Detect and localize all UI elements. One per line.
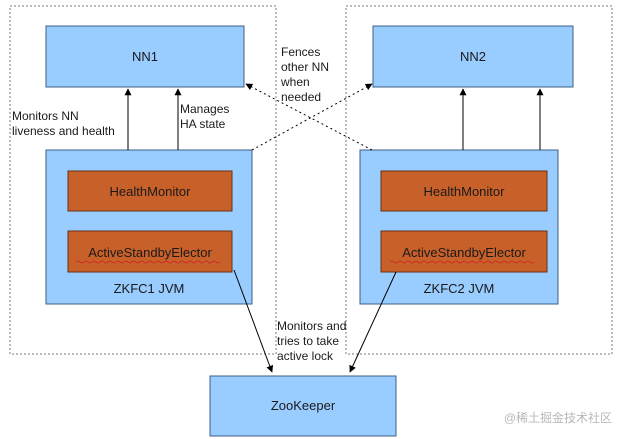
zkfc1-jvm-label: ZKFC1 JVM: [114, 281, 185, 296]
note-monitors-nn-line-1: Monitors NN: [12, 109, 79, 123]
zookeeper-node: ZooKeeper: [209, 375, 397, 437]
elector-2: ActiveStandbyElector: [380, 230, 548, 273]
right-host-frame: [345, 5, 613, 355]
note-manages-ha-line-1: Manages: [180, 102, 229, 116]
elector-2-label: ActiveStandbyElector: [402, 245, 526, 260]
zookeeper-label: ZooKeeper: [271, 398, 336, 413]
nn2-node: NN2: [372, 25, 574, 88]
zkfc2-jvm-label: ZKFC2 JVM: [424, 281, 495, 296]
note-monitors-nn-line-2: liveness and health: [12, 124, 115, 138]
left-host-frame: [9, 5, 277, 355]
nn1-label: NN1: [132, 49, 158, 64]
note-monitors-lock-line-2: tries to take: [277, 334, 339, 348]
watermark: @稀土掘金技术社区: [504, 410, 612, 425]
nn2-label: NN2: [460, 49, 486, 64]
zkfc1-jvm: HealthMonitor ActiveStandbyElector ZKFC1…: [45, 149, 253, 305]
nn1-node: NN1: [45, 25, 245, 88]
zkfc2-jvm: HealthMonitor ActiveStandbyElector ZKFC2…: [359, 149, 559, 305]
elector-1: ActiveStandbyElector: [67, 230, 233, 273]
note-monitors-lock-line-3: active lock: [277, 349, 334, 363]
note-fences-line-4: needed: [281, 90, 321, 104]
note-fences: Fences other NN when needed: [280, 45, 332, 104]
health-monitor-2: HealthMonitor: [380, 170, 548, 212]
note-fences-line-3: when: [280, 75, 310, 89]
elector-1-label: ActiveStandbyElector: [88, 245, 212, 260]
elector-1-spell-underline: [75, 260, 221, 264]
note-fences-line-2: other NN: [281, 60, 329, 74]
note-monitors-nn: Monitors NN liveness and health: [12, 109, 115, 138]
note-manages-ha: Manages HA state: [180, 102, 233, 131]
health-monitor-2-label: HealthMonitor: [424, 184, 506, 199]
arrow-elector2-zookeeper: [349, 271, 397, 373]
note-monitors-lock: Monitors and tries to take active lock: [277, 319, 350, 363]
health-monitor-1-label: HealthMonitor: [110, 184, 192, 199]
arrow-zkfc2-fences-nn1: [245, 83, 373, 151]
note-manages-ha-line-2: HA state: [180, 117, 226, 131]
note-fences-line-1: Fences: [281, 45, 320, 59]
health-monitor-1: HealthMonitor: [67, 170, 233, 212]
elector-2-spell-underline: [389, 260, 535, 264]
note-monitors-lock-line-1: Monitors and: [277, 319, 346, 333]
arrow-elector1-zookeeper: [233, 269, 274, 373]
